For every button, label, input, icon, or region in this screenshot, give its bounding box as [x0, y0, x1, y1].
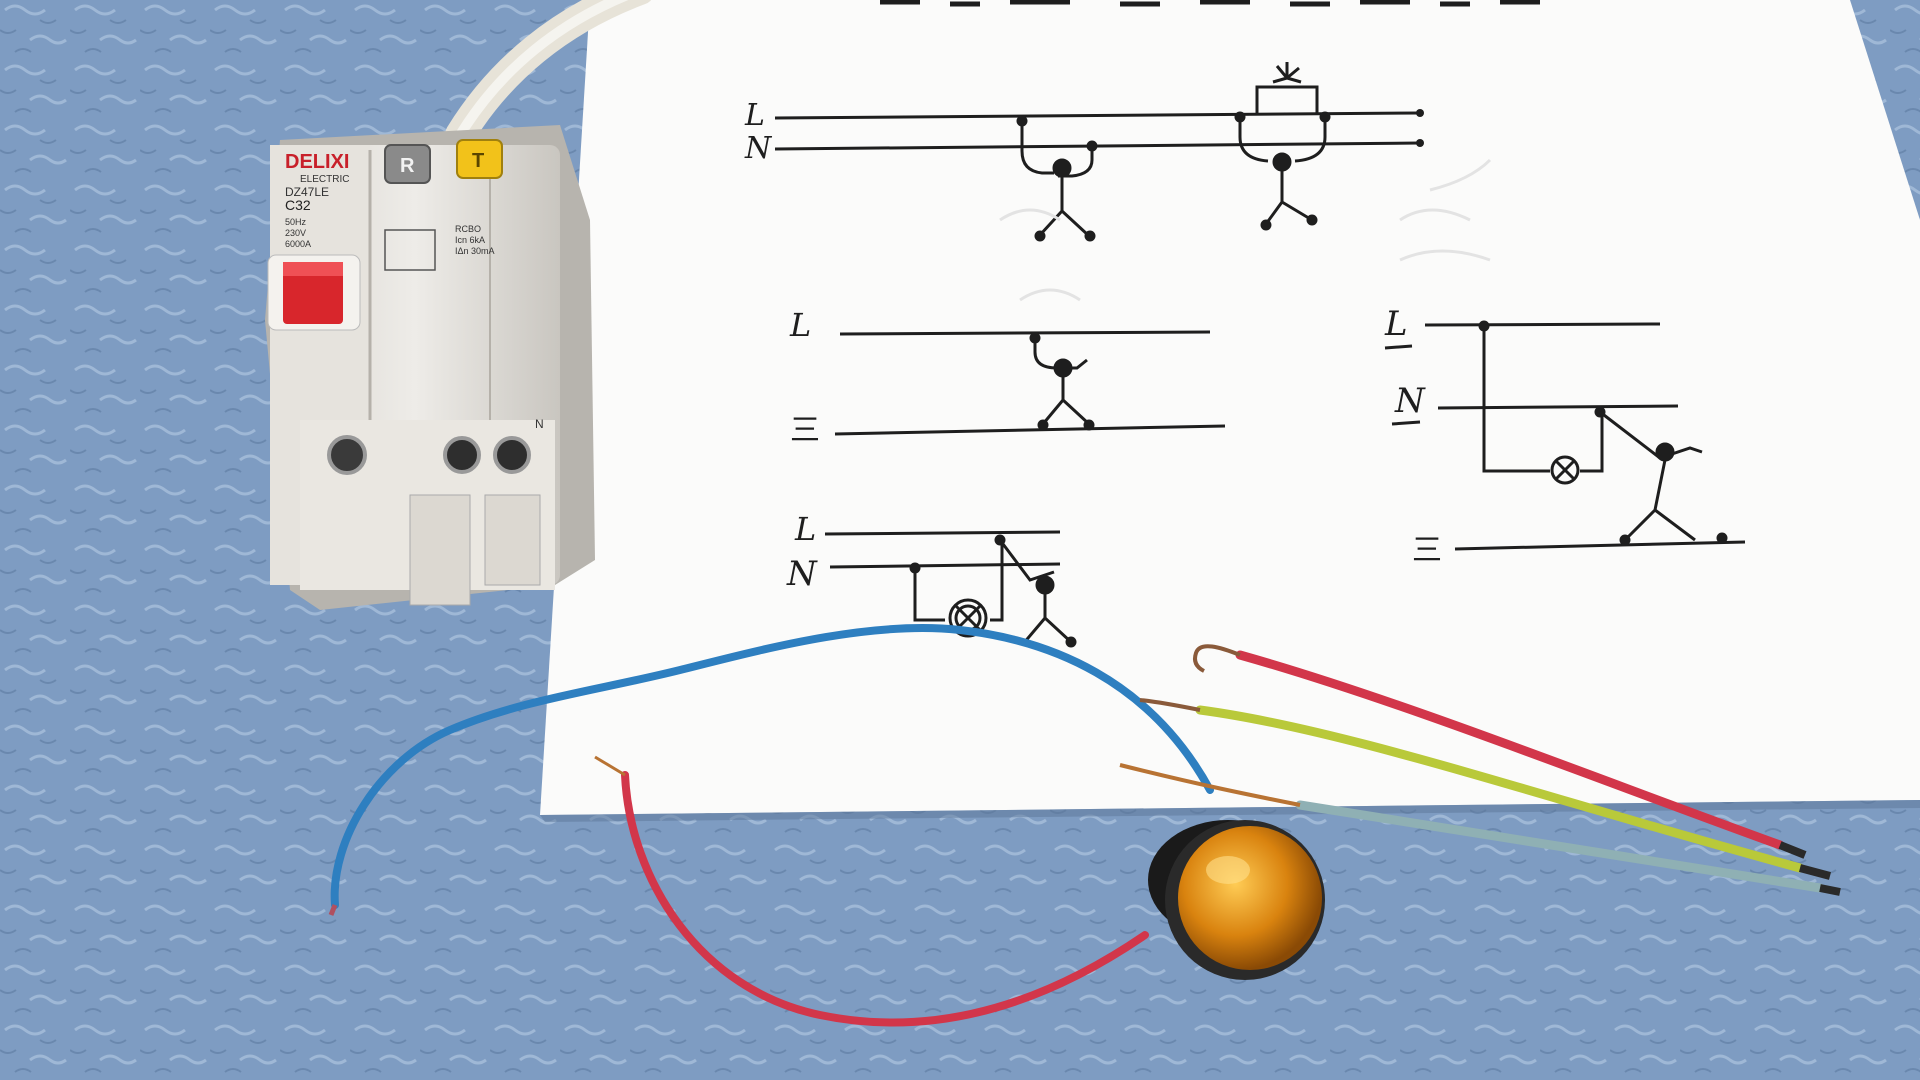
- circuit-breaker-icon: DELIXI ELECTRIC DZ47LE C32 50Hz 230V 600…: [265, 125, 595, 610]
- d3-line-label: L: [1384, 304, 1408, 344]
- indicator-lamp-icon: [1148, 820, 1325, 980]
- breaker-model: DZ47LE: [285, 185, 329, 199]
- d3-neutral-label: N: [1394, 381, 1426, 421]
- test-button[interactable]: [456, 139, 503, 179]
- breaker-brand: DELIXI: [285, 151, 349, 173]
- wiring-schematic-print: [384, 229, 436, 271]
- breaker-spec-3: 6000A: [285, 239, 311, 249]
- reset-button-label: R: [400, 155, 415, 177]
- breaker-sub-brand: ELECTRIC: [300, 174, 349, 185]
- breaker-lever[interactable]: [283, 262, 343, 324]
- terminal-screw: [493, 436, 531, 474]
- d3-ground-wire: [1454, 540, 1746, 551]
- terminal-screw: [327, 435, 367, 475]
- d1-line-wire: [774, 111, 1421, 120]
- breaker-rating: C32: [285, 197, 311, 213]
- diagram-2: L 三: [789, 306, 1226, 447]
- breaker-right-spec-2: Icn 6kA: [455, 235, 485, 245]
- test-button-label: T: [472, 150, 484, 172]
- d2-line-label: L: [789, 306, 811, 344]
- lamp-symbol-icon: [1550, 455, 1580, 485]
- terminal-screw: [443, 436, 481, 474]
- d1-neutral-label: N: [744, 131, 773, 166]
- d2-ground-wire: [834, 424, 1226, 436]
- d2-ground-label: 三: [790, 414, 820, 447]
- blue-wire: [330, 624, 1214, 909]
- lamp-symbol-icon: [948, 598, 988, 638]
- gray-wire: [1295, 800, 1825, 893]
- stick-figure-icon: [1029, 332, 1095, 431]
- paper-sheet: [540, 0, 1920, 815]
- diagram-3: L N 三: [1384, 304, 1746, 567]
- breaker-right-spec-3: IΔn 30mA: [455, 246, 495, 256]
- d4-neutral-wire: [829, 562, 1061, 569]
- stick-figure-icon: [1234, 111, 1331, 231]
- stick-figure-icon: [998, 539, 1077, 648]
- breaker-spec-2: 230V: [285, 228, 306, 238]
- breaker-spec-1: 50Hz: [285, 217, 307, 227]
- diagram-4: L N: [786, 510, 1077, 648]
- d3-line-wire: [1424, 322, 1661, 327]
- d1-line-label: L: [744, 98, 765, 133]
- d4-neutral-label: N: [786, 554, 818, 594]
- cut-off-title-ink: [880, 0, 1540, 7]
- erased-pencil-marks: [999, 158, 1492, 302]
- red-pink-wire: [621, 771, 1149, 1027]
- red-wire: [1235, 650, 1785, 850]
- lamp-symbol-icon: [1255, 62, 1319, 113]
- d3-ground-label: 三: [1412, 534, 1442, 567]
- diagram-1: L N: [744, 62, 1424, 242]
- d4-line-wire: [824, 530, 1061, 536]
- terminal-label: N: [535, 417, 544, 431]
- stick-figure-icon: [1016, 115, 1098, 242]
- d3-neutral-wire: [1437, 404, 1679, 410]
- yellow-green-wire: [1195, 705, 1805, 873]
- breaker-right-spec-1: RCBO: [455, 224, 481, 234]
- d2-line-wire: [839, 330, 1211, 336]
- stick-figure-icon: [1594, 406, 1728, 546]
- d4-line-label: L: [794, 510, 816, 548]
- reset-button[interactable]: [384, 144, 431, 184]
